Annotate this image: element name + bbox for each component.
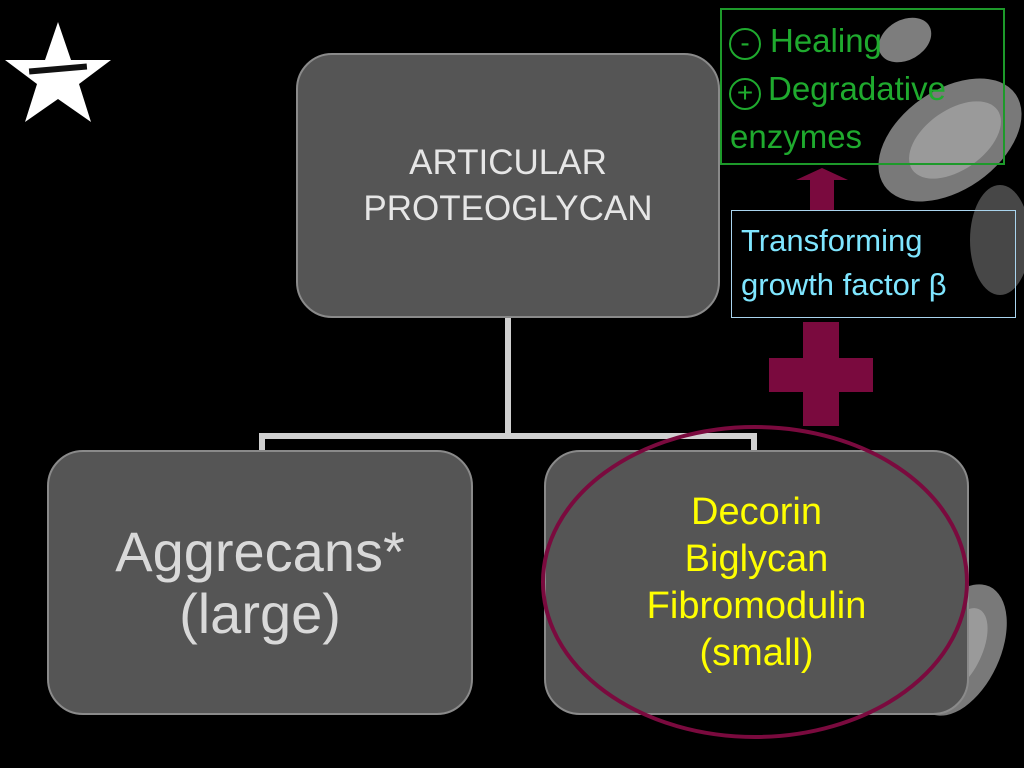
minus-circle-icon: - [729, 28, 761, 60]
child-node-aggrecans: Aggrecans* (large) [47, 450, 473, 715]
root-node-articular-proteoglycan: ARTICULAR PROTEOGLYCAN [296, 53, 720, 318]
effect-enzymes: enzymes [730, 118, 863, 155]
small-pg-line-2: Biglycan [684, 537, 829, 580]
root-node-line-1: ARTICULAR [409, 142, 607, 182]
small-pg-line-3: Fibromodulin [646, 584, 867, 627]
effect-healing: Healing [770, 22, 882, 59]
root-node-line-2: PROTEOGLYCAN [363, 188, 653, 228]
plus-sign-icon [769, 322, 873, 426]
small-pg-line-4: (small) [699, 631, 814, 674]
aggrecans-line-1: Aggrecans* [115, 519, 405, 583]
small-pg-line-1: Decorin [691, 490, 822, 533]
tgf-beta-box: Transforming growth factor β [731, 210, 1016, 318]
effects-box [720, 8, 1005, 165]
up-arrow-icon [796, 168, 848, 210]
aggrecans-line-2: (large) [179, 581, 341, 645]
plus-circle-icon: + [729, 78, 761, 110]
star-icon [5, 22, 111, 122]
tgf-beta-line-1: Transforming [741, 223, 923, 258]
tgf-beta-line-2: growth factor β [741, 267, 947, 302]
effect-degradative: Degradative [768, 70, 946, 107]
